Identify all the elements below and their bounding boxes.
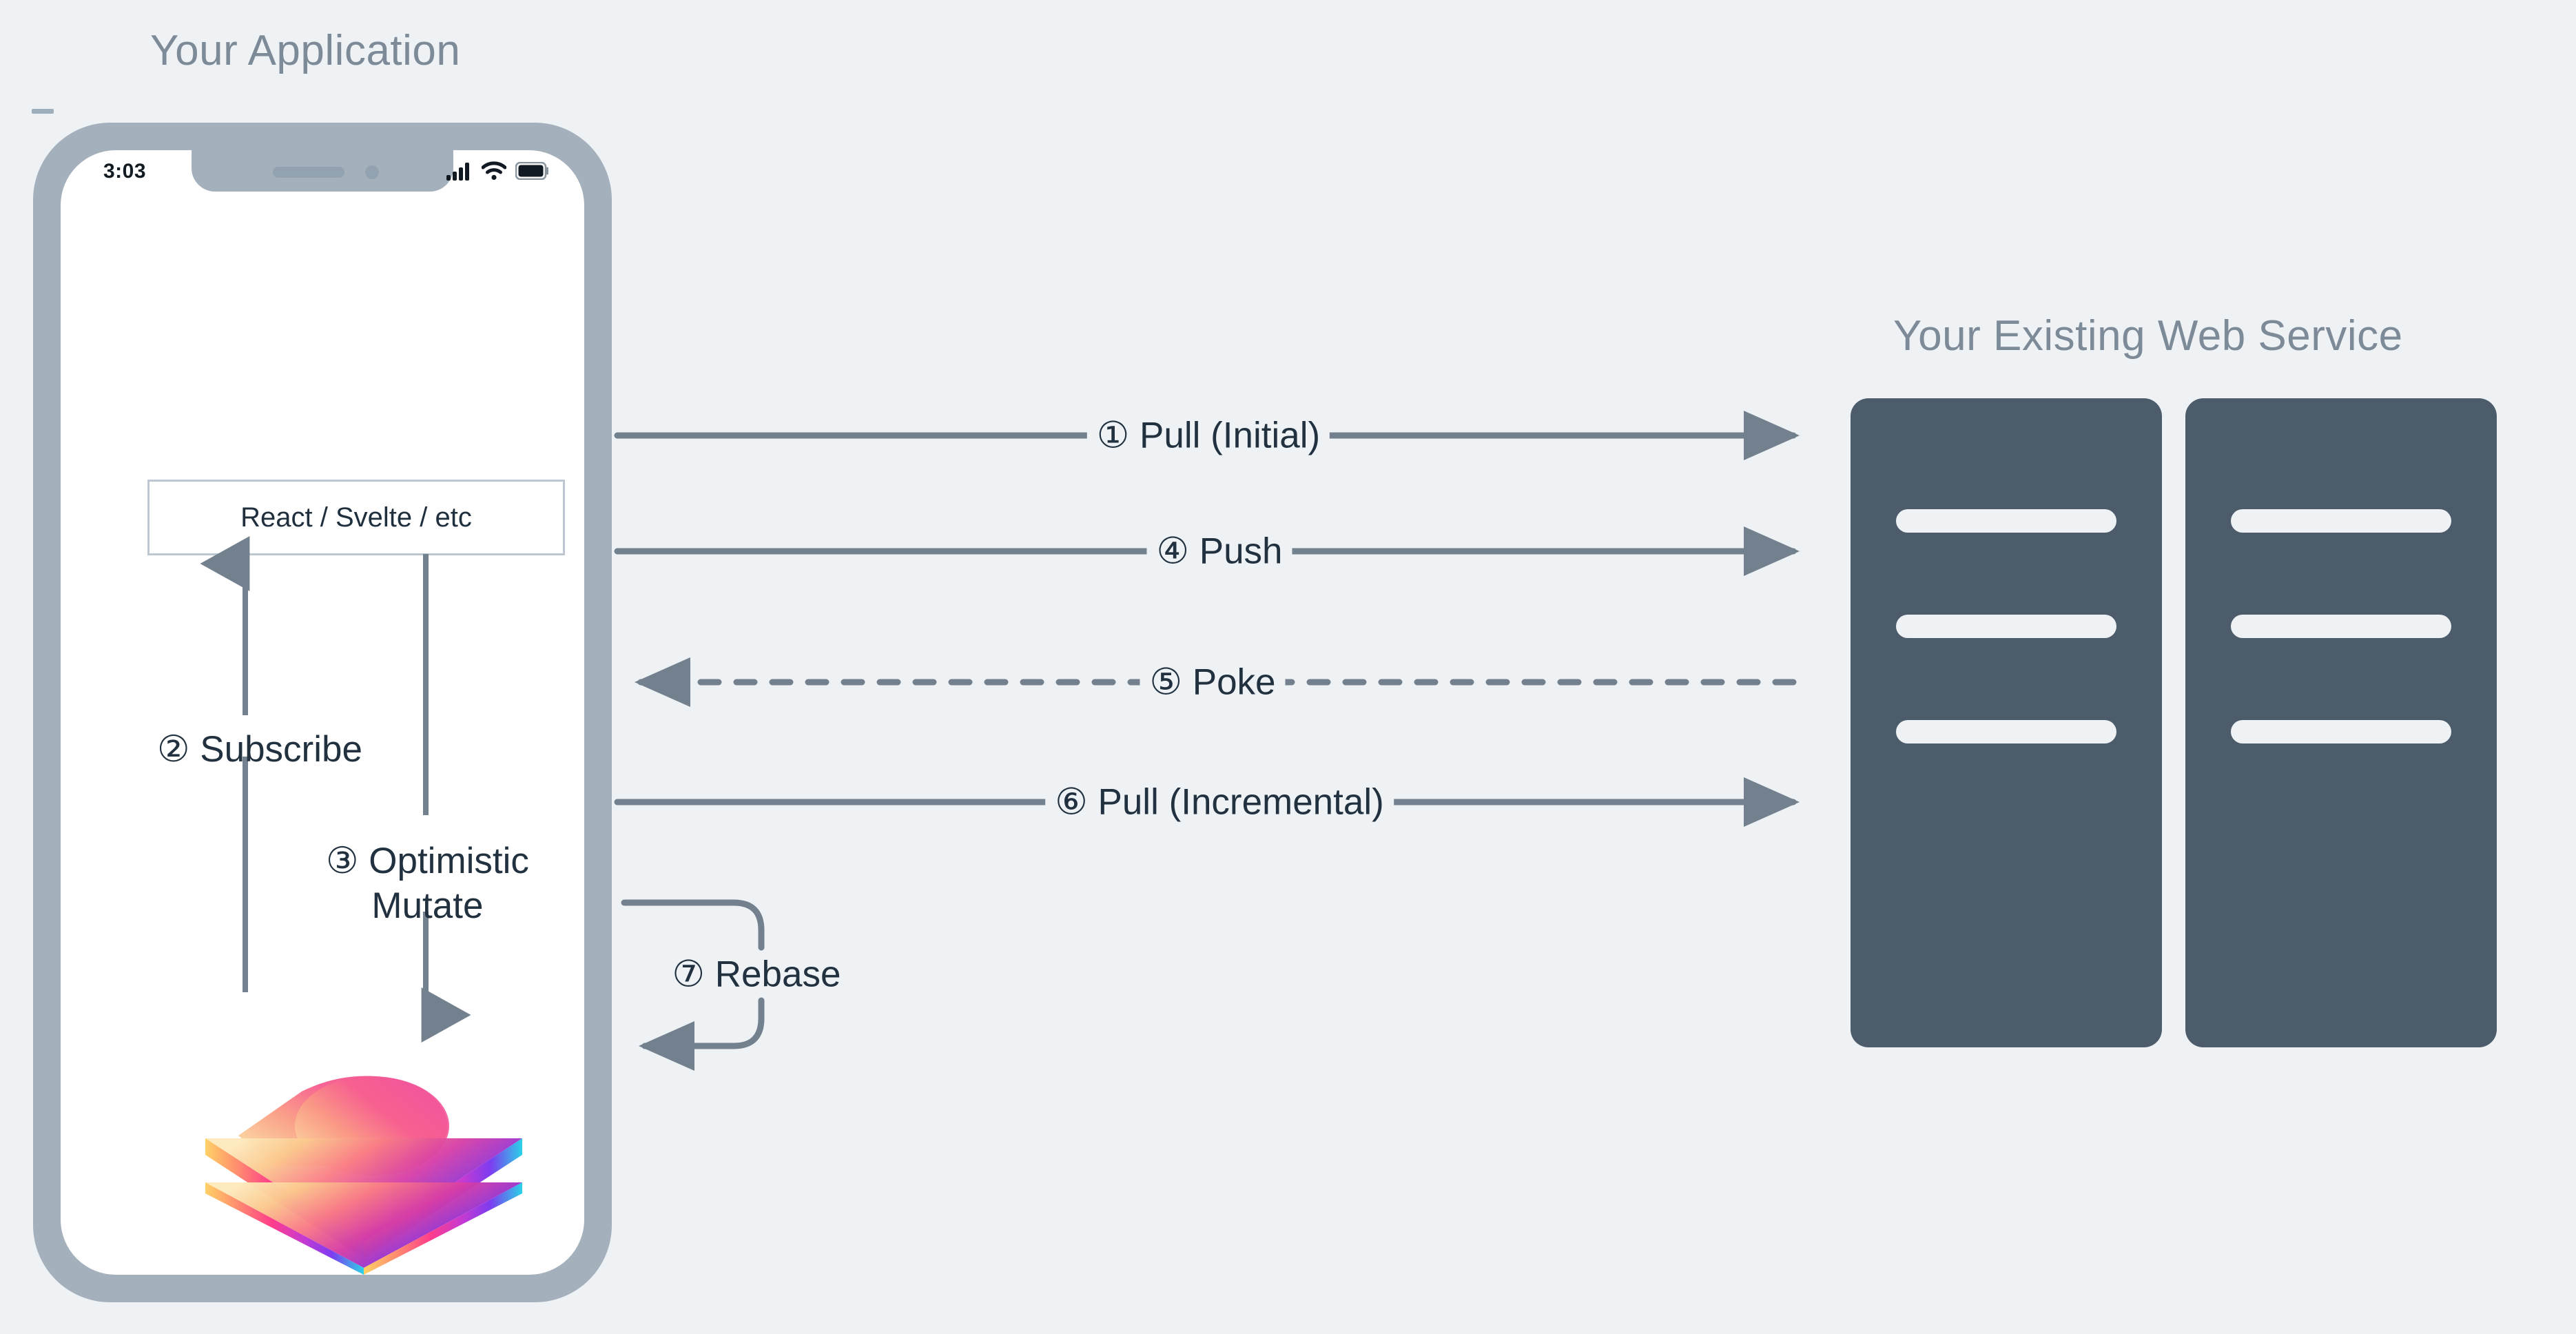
phone-device-frame: 3:03 xyxy=(33,123,612,1302)
channel-number-pull-initial: ① xyxy=(1096,415,1130,456)
channel-number-rebase: ⑦ xyxy=(672,954,705,995)
channel-label-push: ④ Push xyxy=(1146,530,1292,573)
flow-text-subscribe: Subscribe xyxy=(200,729,362,770)
phone-screen: 3:03 xyxy=(61,150,584,1275)
replicache-layers-logo xyxy=(205,1076,522,1275)
channel-label-pull-incremental: ⑥ Pull (Incremental) xyxy=(1045,781,1394,823)
server-rack-right xyxy=(2185,398,2497,1047)
channel-number-poke: ⑤ xyxy=(1149,661,1182,703)
channel-text-pull-incremental: Pull (Incremental) xyxy=(1098,781,1384,823)
channel-label-poke: ⑤ Poke xyxy=(1140,661,1286,704)
channel-text-push: Push xyxy=(1199,531,1283,572)
corner-tick-mark xyxy=(32,109,54,114)
phone-notch xyxy=(192,150,453,192)
arrow-rebase-bottom xyxy=(639,997,765,1071)
channel-number-pull-incremental: ⑥ xyxy=(1055,781,1088,823)
front-camera-icon xyxy=(365,165,379,179)
cellular-signal-icon xyxy=(446,163,469,181)
page-title-your-existing-web-service: Your Existing Web Service xyxy=(1893,312,2403,360)
server-bar xyxy=(2231,615,2451,638)
channel-text-rebase: Rebase xyxy=(714,954,841,995)
server-bar xyxy=(1896,615,2116,638)
server-bar xyxy=(1896,720,2116,743)
flow-text-mutate-line2: Mutate xyxy=(371,885,484,926)
flow-number-subscribe: ② xyxy=(157,729,190,770)
channel-label-rebase: ⑦ Rebase xyxy=(665,953,848,996)
channel-text-pull-initial: Pull (Initial) xyxy=(1140,415,1321,456)
status-time: 3:03 xyxy=(103,160,147,183)
speaker-grille-icon xyxy=(273,167,344,178)
battery-icon xyxy=(515,162,548,180)
flow-text-mutate: Optimistic xyxy=(369,841,529,881)
flow-label-optimistic-mutate: ③ Optimistic Mutate xyxy=(326,839,529,928)
flow-label-subscribe: ② Subscribe xyxy=(157,728,362,772)
status-icon-group xyxy=(446,161,550,181)
replicache-store-block: Replicache xyxy=(198,1061,529,1275)
server-bar xyxy=(2231,720,2451,743)
flow-number-mutate: ③ xyxy=(326,841,359,881)
framework-box-label: React / Svelte / etc xyxy=(240,502,472,533)
server-rack-left xyxy=(1851,398,2162,1047)
channel-text-poke: Poke xyxy=(1192,661,1276,703)
server-bar xyxy=(1896,509,2116,533)
page-title-your-application: Your Application xyxy=(150,27,461,74)
status-bar: 3:03 xyxy=(61,150,584,194)
channel-number-push: ④ xyxy=(1156,531,1189,572)
arrow-rebase-top xyxy=(621,899,765,951)
channel-label-pull-initial: ① Pull (Initial) xyxy=(1086,414,1330,457)
client-flow-arrows xyxy=(200,536,471,1043)
wifi-icon xyxy=(482,161,506,181)
server-bar xyxy=(2231,509,2451,533)
